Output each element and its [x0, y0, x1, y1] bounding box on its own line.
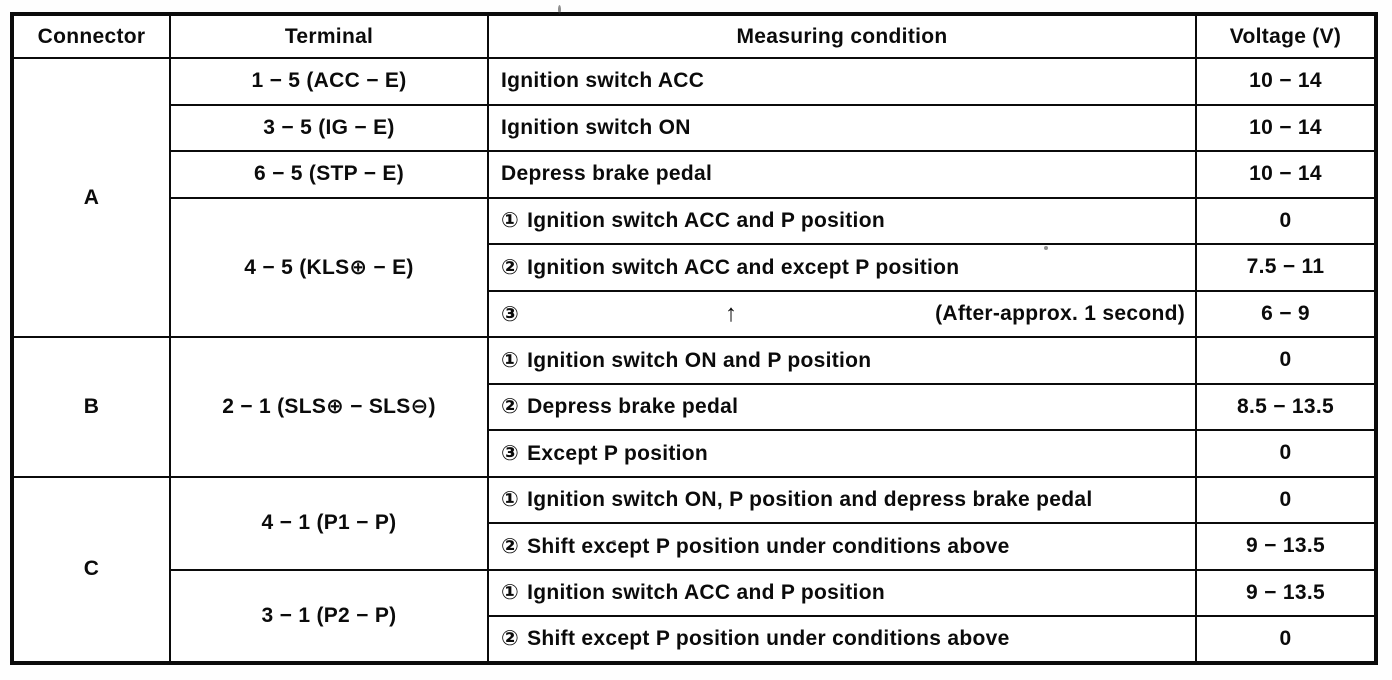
ditto-up-arrow-icon: ↑ — [724, 299, 738, 327]
condition-text: Ignition switch ACC and P position — [527, 209, 885, 233]
table-row: ② Shift except P position under condition… — [12, 522, 1377, 571]
circled-number-1: ① — [501, 580, 520, 605]
circled-number-2: ② — [501, 394, 520, 419]
table-row: ③ Except P position 0 — [12, 429, 1377, 478]
voltage-cell: 9 − 13.5 — [1195, 568, 1377, 617]
table-row: ② Shift except P position under condition… — [12, 615, 1377, 664]
condition-text: Depress brake pedal — [527, 395, 739, 419]
header-row: Connector Terminal Measuring condition V… — [11, 13, 1377, 59]
condition-cell: ① Ignition switch ACC and P position — [487, 196, 1197, 245]
terminal-cell-sls: 2 − 1 (SLS⊕ − SLS⊖) — [169, 336, 489, 478]
terminal-cell-acc-e: 1 − 5 (ACC − E) — [169, 57, 489, 106]
condition-cell: Ignition switch ON — [487, 103, 1197, 152]
scan-speckle — [558, 5, 561, 14]
condition-cell: ② Depress brake pedal — [487, 382, 1197, 431]
table-row: 3 − 1 (P2 − P) ① Ignition switch ACC and … — [12, 568, 1377, 664]
condition-text: Shift except P position under conditions… — [527, 627, 1010, 651]
condition-cell: ② Shift except P position under condition… — [487, 615, 1197, 664]
terminal-cell-p2-p: 3 − 1 (P2 − P) — [169, 568, 489, 664]
condition-cell: Ignition switch ACC — [487, 57, 1197, 106]
voltage-cell: 9 − 13.5 — [1195, 522, 1377, 571]
condition-note: (After-approx. 1 second) — [935, 301, 1185, 325]
condition-cell: ③ Except P position — [487, 429, 1197, 478]
condition-text: Ignition switch ACC and P position — [527, 581, 885, 605]
condition-cell: ③ ↑ (After-approx. 1 second) — [487, 289, 1197, 338]
voltage-spec-table: Connector Terminal Measuring condition V… — [10, 12, 1378, 665]
condition-text: Ignition switch ON, P position and depre… — [527, 488, 1093, 512]
voltage-cell: 0 — [1195, 615, 1377, 664]
header-voltage: Voltage (V) — [1195, 13, 1377, 59]
voltage-cell: 7.5 − 11 — [1195, 243, 1377, 292]
scan-speckle — [1044, 246, 1048, 250]
voltage-cell: 10 − 14 — [1195, 57, 1377, 106]
circled-number-1: ① — [501, 487, 520, 512]
circled-number-1: ① — [501, 208, 520, 233]
condition-cell: ② Ignition switch ACC and except P positi… — [487, 243, 1197, 292]
condition-cell: ① Ignition switch ON, P position and depr… — [487, 475, 1197, 524]
header-measuring-condition: Measuring condition — [487, 13, 1197, 59]
terminal-cell-p1-p: 4 − 1 (P1 − P) — [169, 475, 489, 571]
scan-speckle — [612, 540, 616, 544]
voltage-cell: 0 — [1195, 475, 1377, 524]
condition-cell: ① Ignition switch ON and P position — [487, 336, 1197, 385]
voltage-cell: 0 — [1195, 336, 1377, 385]
voltage-cell: 0 — [1195, 429, 1377, 478]
table-row: B 2 − 1 (SLS⊕ − SLS⊖) ① Ignition switch O… — [11, 336, 1377, 478]
condition-cell: ② Shift except P position under condition… — [487, 522, 1197, 571]
table-row: ③ ↑ (After-approx. 1 second) 6 − 9 — [12, 289, 1377, 338]
table-row: 3 − 5 (IG − E) Ignition switch ON 10 − 1… — [12, 103, 1377, 152]
table-row: ② Depress brake pedal 8.5 − 13.5 — [12, 382, 1377, 431]
voltage-cell: 0 — [1195, 196, 1377, 245]
circled-number-1: ① — [501, 347, 520, 372]
condition-text: Ignition switch ON and P position — [527, 348, 872, 372]
circled-number-3: ③ — [501, 440, 520, 465]
voltage-cell: 6 − 9 — [1195, 289, 1377, 338]
circled-number-3: ③ — [501, 301, 520, 326]
circled-number-2: ② — [501, 626, 520, 651]
condition-text: Ignition switch ACC and except P positio… — [527, 255, 960, 279]
circled-number-2: ② — [501, 533, 520, 558]
table-row: A 1 − 5 (ACC − E) Ignition switch ACC 10… — [11, 57, 1377, 338]
condition-text: Shift except P position under conditions… — [527, 534, 1010, 558]
circled-number-2: ② — [501, 254, 520, 279]
header-terminal: Terminal — [169, 13, 489, 59]
voltage-cell: 10 − 14 — [1195, 150, 1377, 199]
terminal-cell-ig-e: 3 − 5 (IG − E) — [169, 103, 489, 152]
table-row: ② Ignition switch ACC and except P positi… — [12, 243, 1377, 292]
condition-text: Except P position — [527, 441, 709, 465]
connector-cell-c: C — [11, 475, 171, 664]
table-row: 4 − 5 (KLS⊕ − E) ① Ignition switch ACC an… — [12, 196, 1377, 338]
voltage-cell: 10 − 14 — [1195, 103, 1377, 152]
terminal-cell-kls-e: 4 − 5 (KLS⊕ − E) — [169, 196, 489, 338]
voltage-cell: 8.5 − 13.5 — [1195, 382, 1377, 431]
connector-cell-b: B — [11, 336, 171, 478]
condition-cell: Depress brake pedal — [487, 150, 1197, 199]
condition-cell: ① Ignition switch ACC and P position — [487, 568, 1197, 617]
table-row: 6 − 5 (STP − E) Depress brake pedal 10 −… — [12, 150, 1377, 199]
connector-cell-a: A — [11, 57, 171, 338]
header-connector: Connector — [11, 13, 171, 59]
terminal-cell-stp-e: 6 − 5 (STP − E) — [169, 150, 489, 199]
table-row: C 4 − 1 (P1 − P) ① Ignition switch ON, P … — [11, 475, 1377, 664]
